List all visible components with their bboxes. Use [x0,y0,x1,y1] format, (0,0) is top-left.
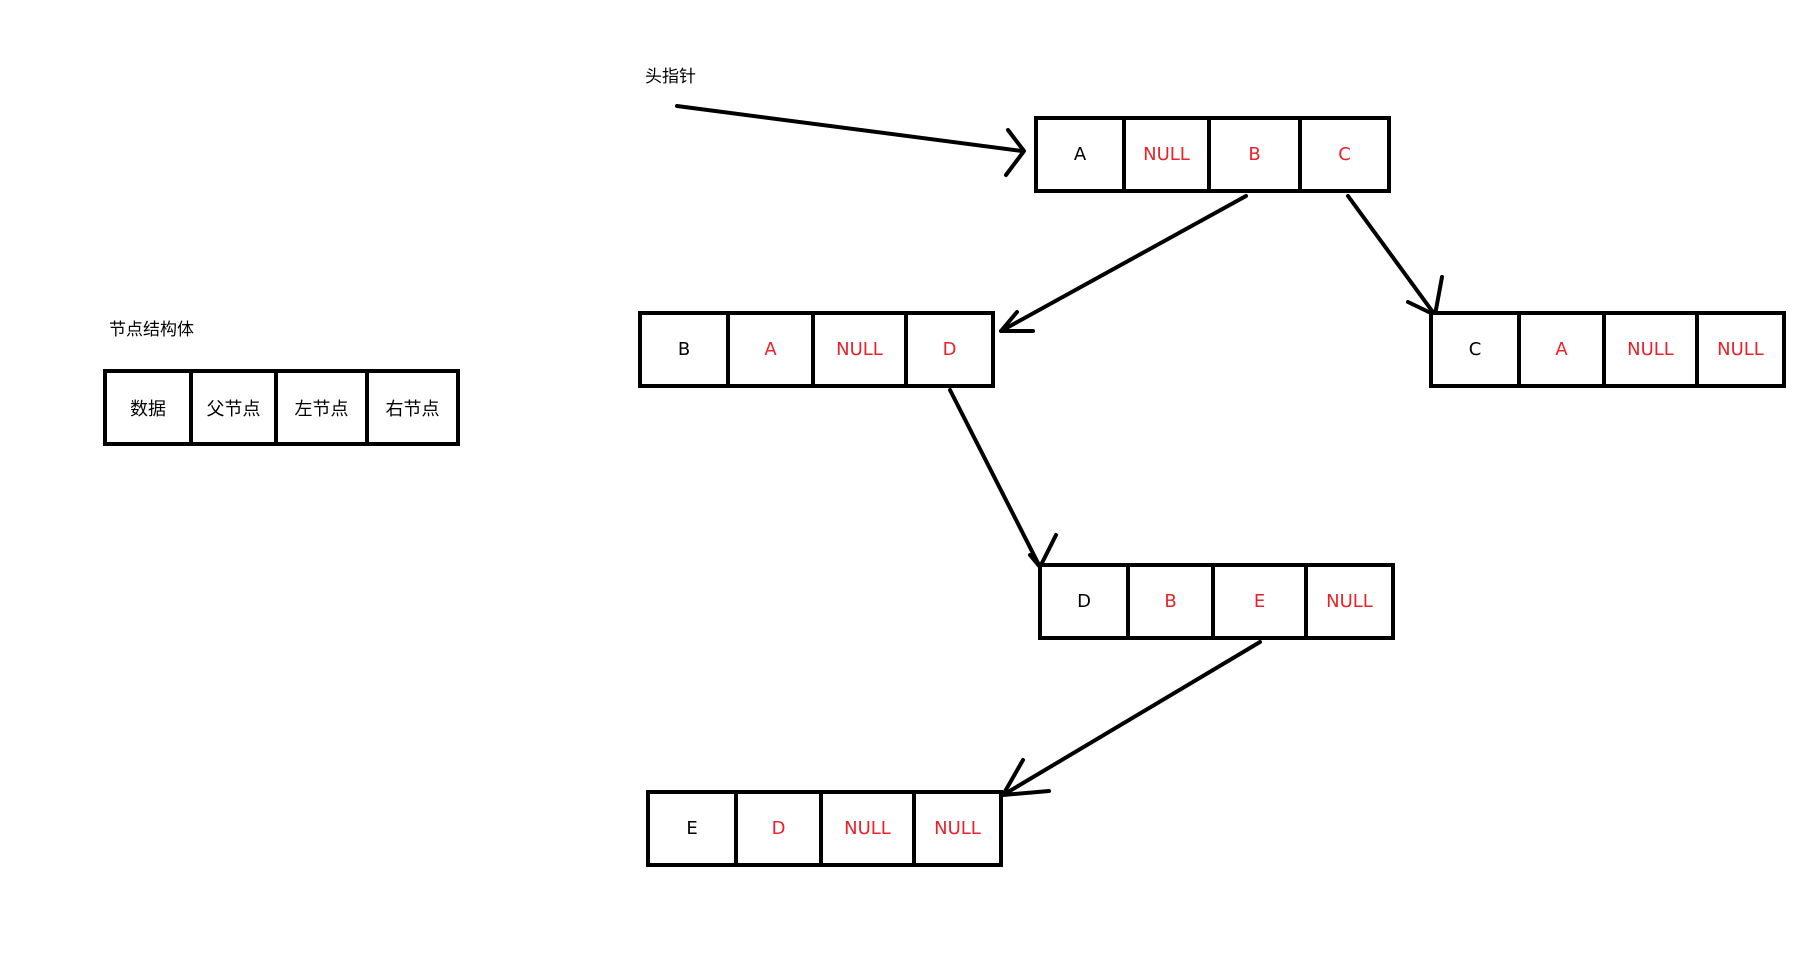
node-a: A NULL B C [1034,116,1391,193]
node-d-data: D [1042,567,1130,636]
node-d-right: NULL [1326,591,1373,612]
node-b: B A NULL D [638,311,995,388]
node-c-data: C [1433,315,1521,384]
head-pointer-label: 头指针 [645,67,696,87]
node-e-left: NULL [823,794,916,863]
node-c-parent: A [1521,315,1606,384]
node-a-left: B [1211,120,1302,189]
arrow-a-to-c [1346,194,1444,317]
node-e-right: NULL [934,818,981,839]
arrow-a-to-b [999,194,1248,333]
node-d-left: E [1215,567,1308,636]
node-d: D B E NULL [1038,563,1395,640]
node-a-data: A [1038,120,1126,189]
legend-cell-left: 左节点 [278,373,369,442]
node-struct-legend: 数据 父节点 左节点 右节点 [103,369,460,446]
legend-cell-right: 右节点 [385,398,440,420]
node-b-right: D [942,339,957,360]
arrow-b-to-d [948,388,1058,569]
node-struct-title: 节点结构体 [109,320,194,340]
node-a-parent: NULL [1126,120,1211,189]
head-pointer-arrow [675,104,1026,177]
node-b-left: NULL [815,315,908,384]
node-c: C A NULL NULL [1429,311,1786,388]
node-e-data: E [650,794,738,863]
node-e-parent: D [738,794,823,863]
arrow-d-to-e [1001,640,1262,797]
node-e: E D NULL NULL [646,790,1003,867]
legend-cell-parent: 父节点 [193,373,278,442]
legend-cell-data: 数据 [107,373,193,442]
node-b-parent: A [730,315,815,384]
node-b-data: B [642,315,730,384]
node-d-parent: B [1130,567,1215,636]
node-a-right: C [1338,144,1351,165]
node-c-left: NULL [1606,315,1699,384]
node-c-right: NULL [1717,339,1764,360]
